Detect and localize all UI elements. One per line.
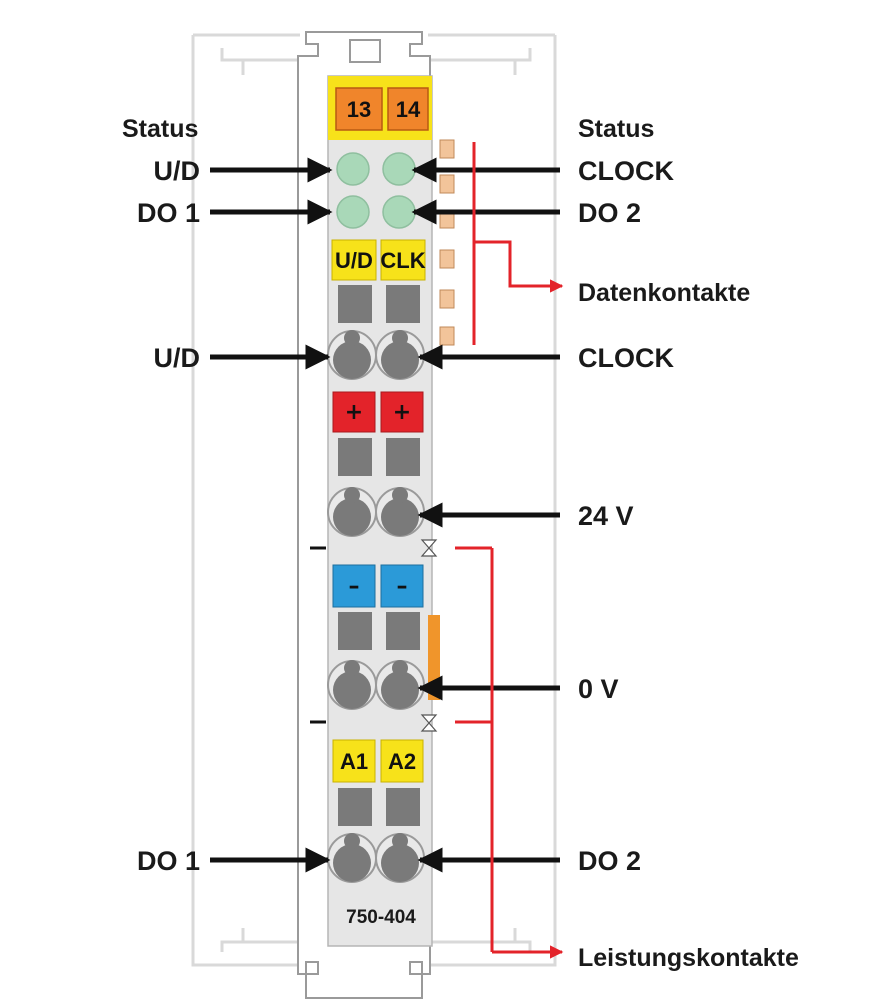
marker-14 [387,87,429,131]
output-label-a1: A1 [340,749,368,774]
output-label-a2: A2 [388,749,416,774]
power-contacts-bracket [455,546,564,959]
marker-strip: 13 14 [328,76,432,140]
led-clock [382,152,416,186]
label-term-do1: DO 1 [137,846,200,876]
label-status-left: Status [122,115,198,143]
label-power-contacts: Leistungskontakte [578,944,799,972]
label-led-clock: CLOCK [578,156,674,186]
label-term-clock: CLOCK [578,343,674,373]
terminal-0v-1 [333,671,371,709]
marker-13-label: 13 [347,97,371,122]
marker-14-label: 14 [396,97,421,122]
label-status-right: Status [578,115,654,143]
clamp-block-plus: + + [327,391,425,537]
terminal-24v-1 [333,498,371,536]
plus-label-1: + [345,400,363,425]
label-term-do2: DO 2 [578,846,641,876]
led-do2 [382,195,416,229]
label-term-ud: U/D [154,343,201,373]
led-ud [336,152,370,186]
label-data-contacts: Datenkontakte [578,279,750,307]
model-number: 750-404 [346,907,416,928]
clamp-block-outputs: A1 A2 [327,739,425,883]
minus-label-1: – [349,574,360,599]
din-rail-outline [191,33,557,967]
minus-label-2: – [397,574,408,599]
group-label-ud: U/D [335,248,373,273]
label-24v: 24 V [578,501,634,531]
group-label-clk: CLK [380,248,425,273]
data-contacts-bracket [472,142,564,345]
terminal-ud [333,341,371,379]
marker-13 [335,87,383,131]
labels: Status Status U/D DO 1 CLOCK DO 2 Datenk… [122,115,799,972]
clamp-block-minus: – – [327,564,425,710]
label-0v: 0 V [578,674,619,704]
label-led-ud: U/D [154,156,201,186]
label-led-do2: DO 2 [578,198,641,228]
led-do1 [336,195,370,229]
terminal-do1 [333,844,371,882]
terminal-24v-2 [381,498,419,536]
label-led-do1: DO 1 [137,198,200,228]
clamp-block-signal [327,285,425,380]
terminal-do2 [381,844,419,882]
status-leds [336,152,416,229]
signal-arrows [210,157,560,873]
signal-group-labels: U/D CLK [331,239,426,281]
plus-label-2: + [393,400,411,425]
terminal-clock [381,341,419,379]
terminal-0v-2 [381,671,419,709]
